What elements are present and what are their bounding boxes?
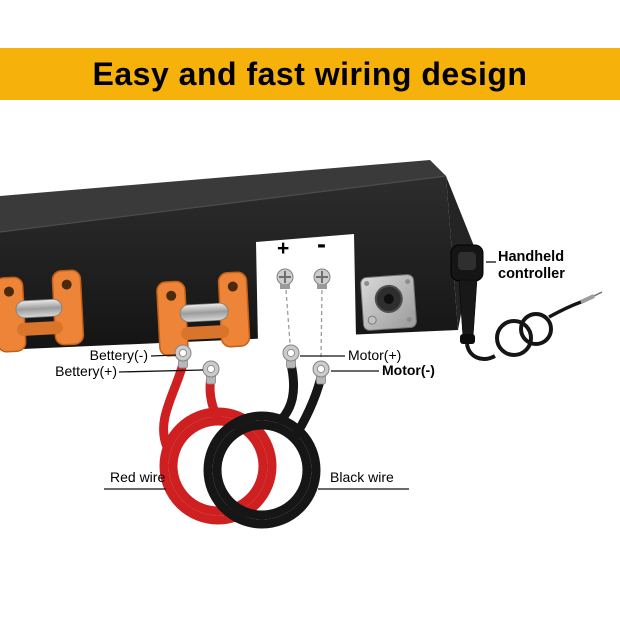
terminal-plus-symbol: + [277,237,290,260]
label-black-wire: Black wire [330,469,394,485]
terminal-panel [256,234,356,344]
controller-cable [465,300,582,361]
handheld-controller [450,244,484,344]
positive-terminal-stud [276,268,294,289]
silver-roller [179,302,229,323]
label-red-wire: Red wire [110,469,166,485]
label-motor-negative: Motor(-) [382,362,435,378]
ring-terminal-battery-neg [174,344,192,369]
ring-terminal-battery-pos [202,360,220,385]
label-battery-negative: Bettery(-) [89,347,148,363]
label-motor-positive: Motor(+) [348,347,402,363]
label-battery-positive: Bettery(+) [55,363,117,379]
roller-assembly-right [156,271,251,357]
terminal-minus-symbol: - [317,229,326,259]
ring-terminal-motor-pos [282,344,300,369]
ring-terminals [174,344,330,385]
terminal-alignment-lines [285,289,323,360]
ring-terminal-motor-neg [312,360,330,385]
red-wire-coil [159,359,277,525]
cable-connector [580,291,603,304]
roller-assembly-left [0,269,85,353]
banner-title: Easy and fast wiring design [92,55,528,92]
connector-plate [360,274,417,331]
negative-terminal-stud [313,268,331,289]
label-handheld-controller: Handheld controller [498,249,565,282]
black-wire-coil [203,359,326,529]
banner: Easy and fast wiring design [0,48,620,100]
leader-battery-neg [150,354,177,357]
leader-battery-pos [118,369,204,373]
silver-roller [15,298,63,319]
leader-lines [104,261,496,490]
